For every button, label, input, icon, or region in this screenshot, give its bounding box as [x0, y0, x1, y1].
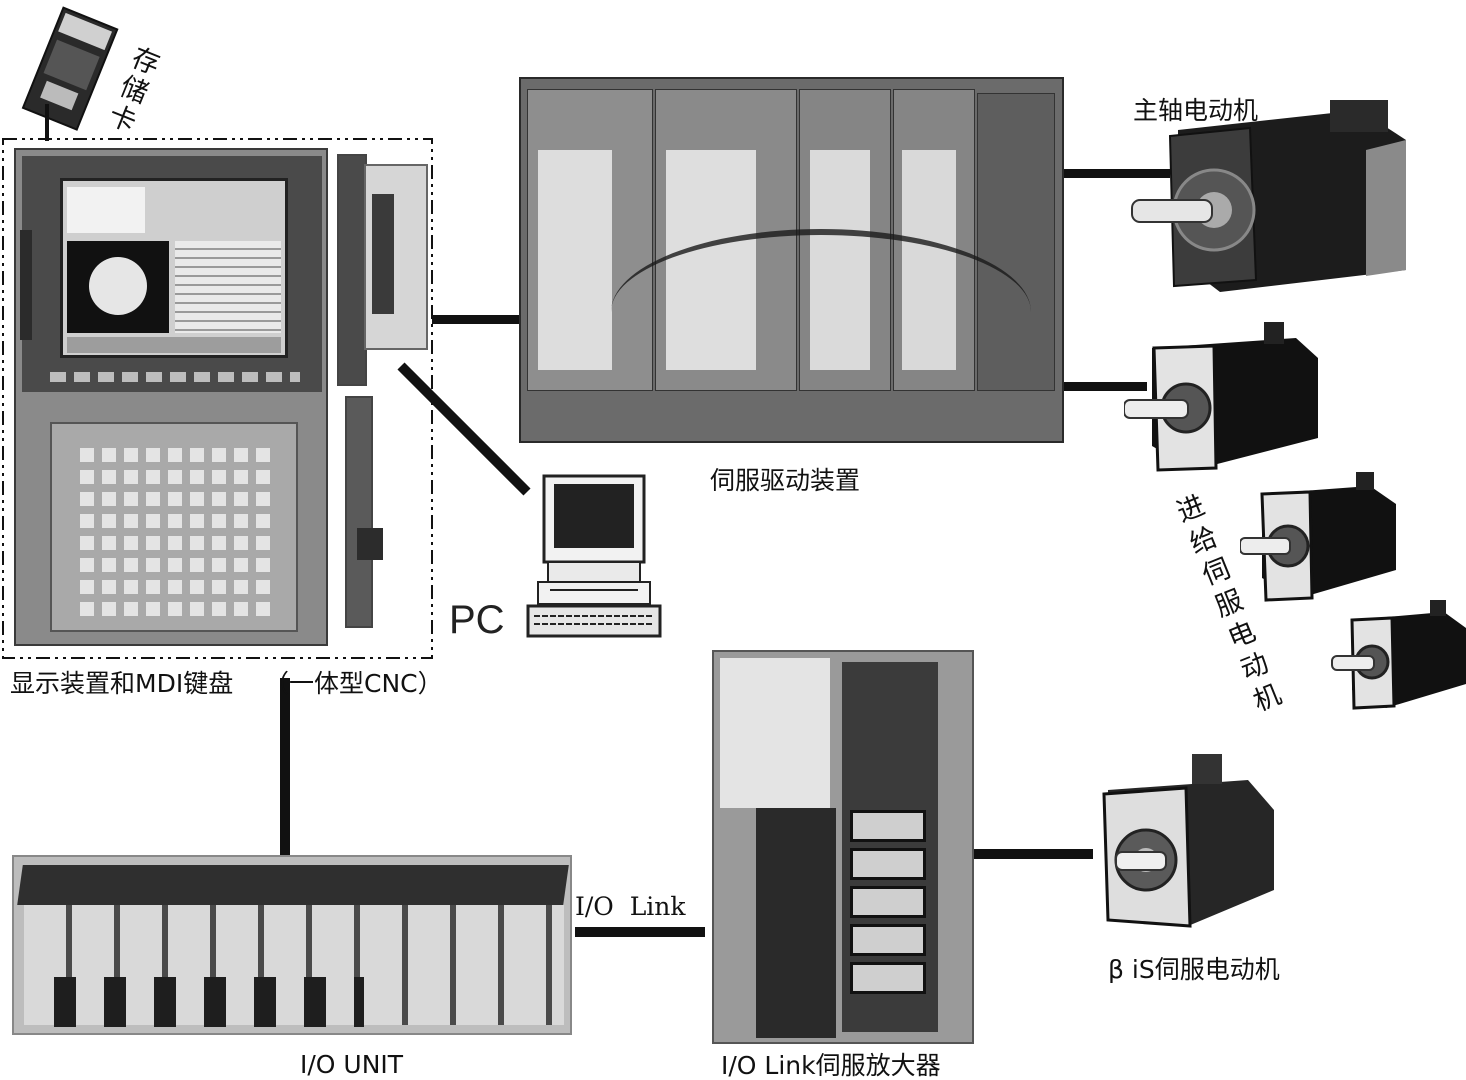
wire-cnc-to-io-unit: [280, 678, 290, 856]
connector-5: [850, 962, 926, 994]
spindle-motor-label: 主轴电动机: [1133, 98, 1258, 123]
servo-drive-image: [519, 77, 1064, 443]
io-unit-image: [12, 855, 572, 1035]
mdi-keypad: [50, 422, 298, 632]
rear-connector: [357, 528, 383, 560]
screen-program-area: [175, 241, 281, 333]
pc-image: [524, 474, 664, 640]
wire-io-link: [575, 927, 705, 937]
beta-servo-motor-image: [1098, 750, 1278, 930]
io-unit-top-rail: [17, 865, 569, 905]
drive-cables: [611, 229, 1031, 395]
amp-connector-bay: [842, 662, 938, 1032]
screen-position-area: [67, 187, 145, 233]
pc-label: PC: [449, 600, 505, 640]
card-slot: [20, 230, 32, 340]
amp-front-dark: [756, 808, 836, 1038]
io-unit-cables: [54, 977, 364, 1027]
wire-amp-to-beta-motor: [973, 849, 1093, 859]
screen-softkey-bar: [67, 337, 281, 353]
feed-servo-motor-medium: [1240, 470, 1400, 605]
io-unit-label: I/O UNIT: [300, 1052, 403, 1077]
cnc-control-connectors: [364, 164, 428, 350]
io-link-amp-label: I/O Link伺服放大器: [721, 1053, 941, 1078]
io-link-amp-image: [712, 650, 974, 1044]
integrated-cnc-label: （一体型CNC）: [264, 671, 443, 696]
feed-servo-motor-small: [1330, 598, 1466, 713]
feed-servo-motor-large: [1124, 318, 1324, 478]
screen-graphic-area: [67, 241, 169, 333]
cnc-control-unit: [337, 154, 367, 386]
beta-servo-motor-label: β iS伺服电动机: [1108, 957, 1280, 982]
mdi-keys: [80, 448, 272, 616]
control-board: [372, 194, 394, 314]
drive-module-1-face: [538, 150, 612, 370]
softkey-row: [50, 372, 300, 382]
spindle-motor-image: [1130, 100, 1410, 295]
display-mdi-unit: [14, 148, 328, 646]
display-mdi-label: 显示装置和MDI键盘: [10, 671, 233, 696]
lcd-screen: [60, 178, 288, 358]
io-link-label: I/O Link: [575, 894, 686, 919]
servo-drive-label: 伺服驱动装置: [710, 468, 860, 493]
connector-4: [850, 924, 926, 956]
connector-2: [850, 848, 926, 880]
amp-label-panel: [720, 658, 830, 808]
workpiece-graphic: [89, 257, 147, 315]
connector-1: [850, 810, 926, 842]
wire-cnc-to-drive: [432, 315, 520, 324]
connector-3: [850, 886, 926, 918]
cnc-rear-panel: [345, 396, 373, 628]
